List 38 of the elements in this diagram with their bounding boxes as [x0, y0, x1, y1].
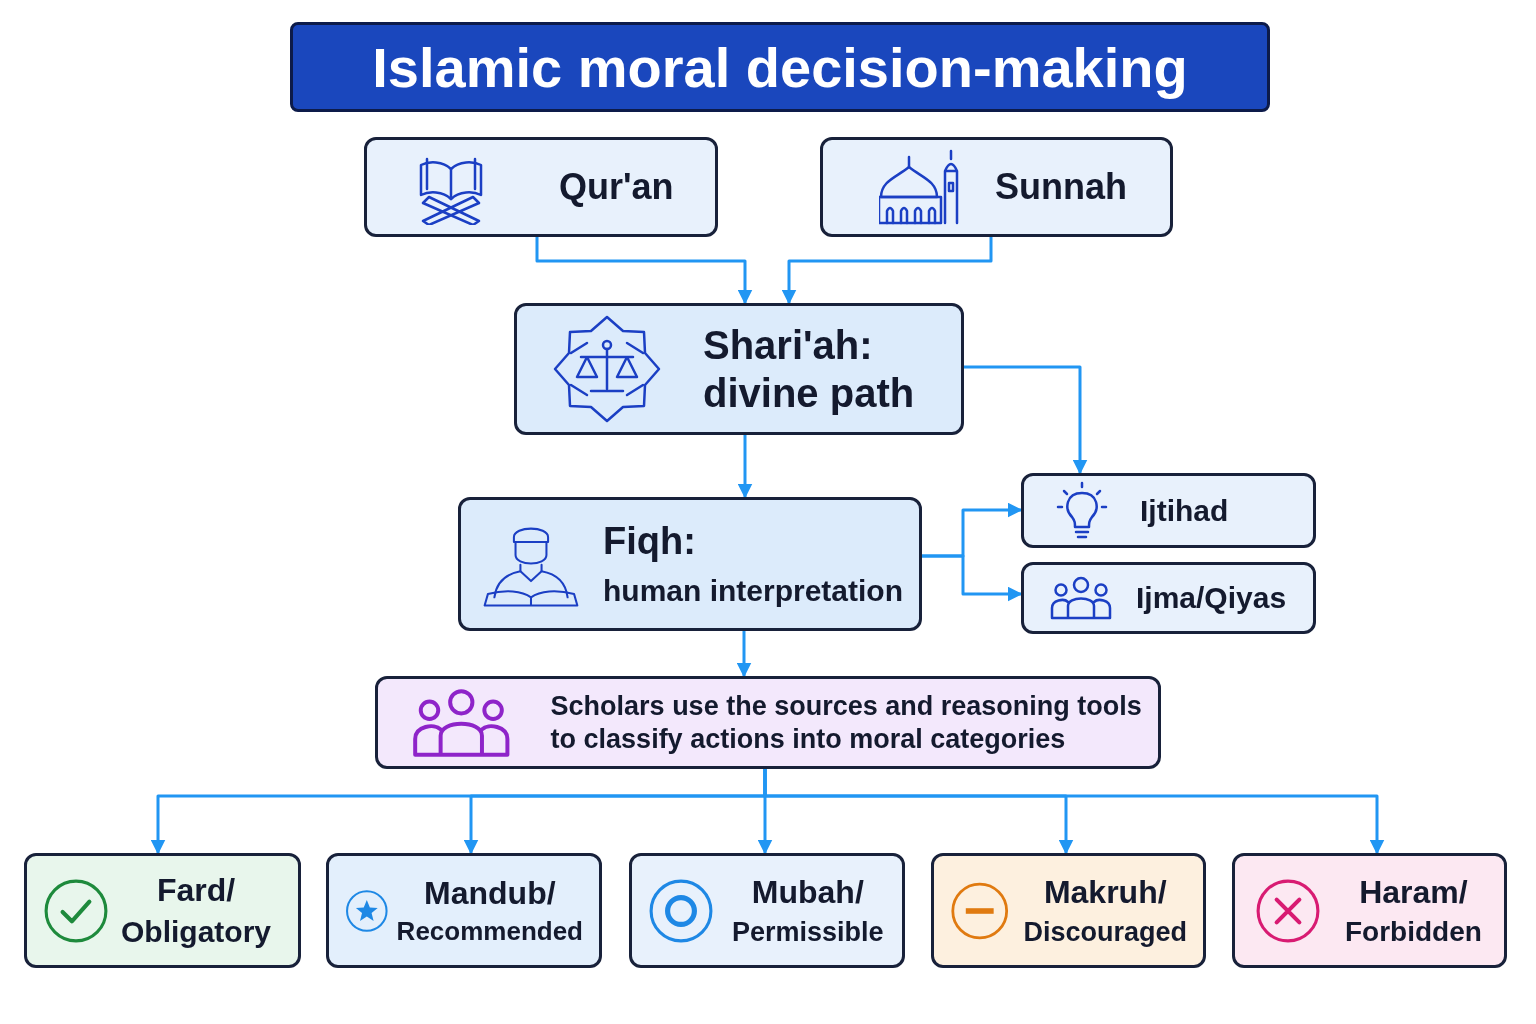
process-box [1232, 853, 1507, 968]
arrow [781, 237, 993, 305]
process-box [1021, 473, 1316, 548]
arrow [535, 237, 753, 305]
node-subtitle: Recommended [396, 916, 583, 948]
node-title: Mubah/ [751, 873, 864, 912]
node-title: Haram/ [1359, 872, 1468, 911]
process-box [364, 137, 718, 237]
node-subtitle: Discouraged [1023, 915, 1187, 948]
node-title: Ijma/Qiyas [1136, 580, 1287, 616]
arrow [922, 554, 1023, 602]
node-subtitle: Permissible [732, 915, 884, 948]
node-title: Scholars use the sources and reasoning tools to classify actions into moral categories [550, 690, 1142, 755]
process-box [514, 303, 964, 435]
process-box [931, 853, 1206, 968]
process-box [458, 497, 922, 631]
node-title: Fiqh: [603, 519, 696, 565]
node-subtitle: Forbidden [1345, 914, 1482, 949]
node-title: Makruh/ [1043, 873, 1167, 912]
node-subtitle: Obligatory [121, 913, 271, 950]
node-title: Shari'ah: divine path [703, 322, 916, 417]
node-title: Fard/ [156, 871, 236, 910]
node-title: Mandub/ [424, 873, 556, 913]
process-box [24, 853, 301, 968]
arrow [763, 769, 1385, 855]
node-subtitle: human interpretation [603, 572, 903, 609]
process-box [375, 676, 1161, 769]
process-box [629, 853, 905, 968]
arrow [964, 365, 1088, 475]
node-title: Ijtihad [1140, 492, 1229, 529]
process-box [326, 853, 602, 968]
arrow [736, 631, 752, 678]
process-box [820, 137, 1173, 237]
title-banner: Islamic moral decision-making [290, 22, 1270, 112]
node-title: Qur'an [559, 165, 674, 209]
process-box [1021, 562, 1316, 634]
arrow [737, 435, 753, 499]
node-title: Sunnah [995, 165, 1127, 209]
